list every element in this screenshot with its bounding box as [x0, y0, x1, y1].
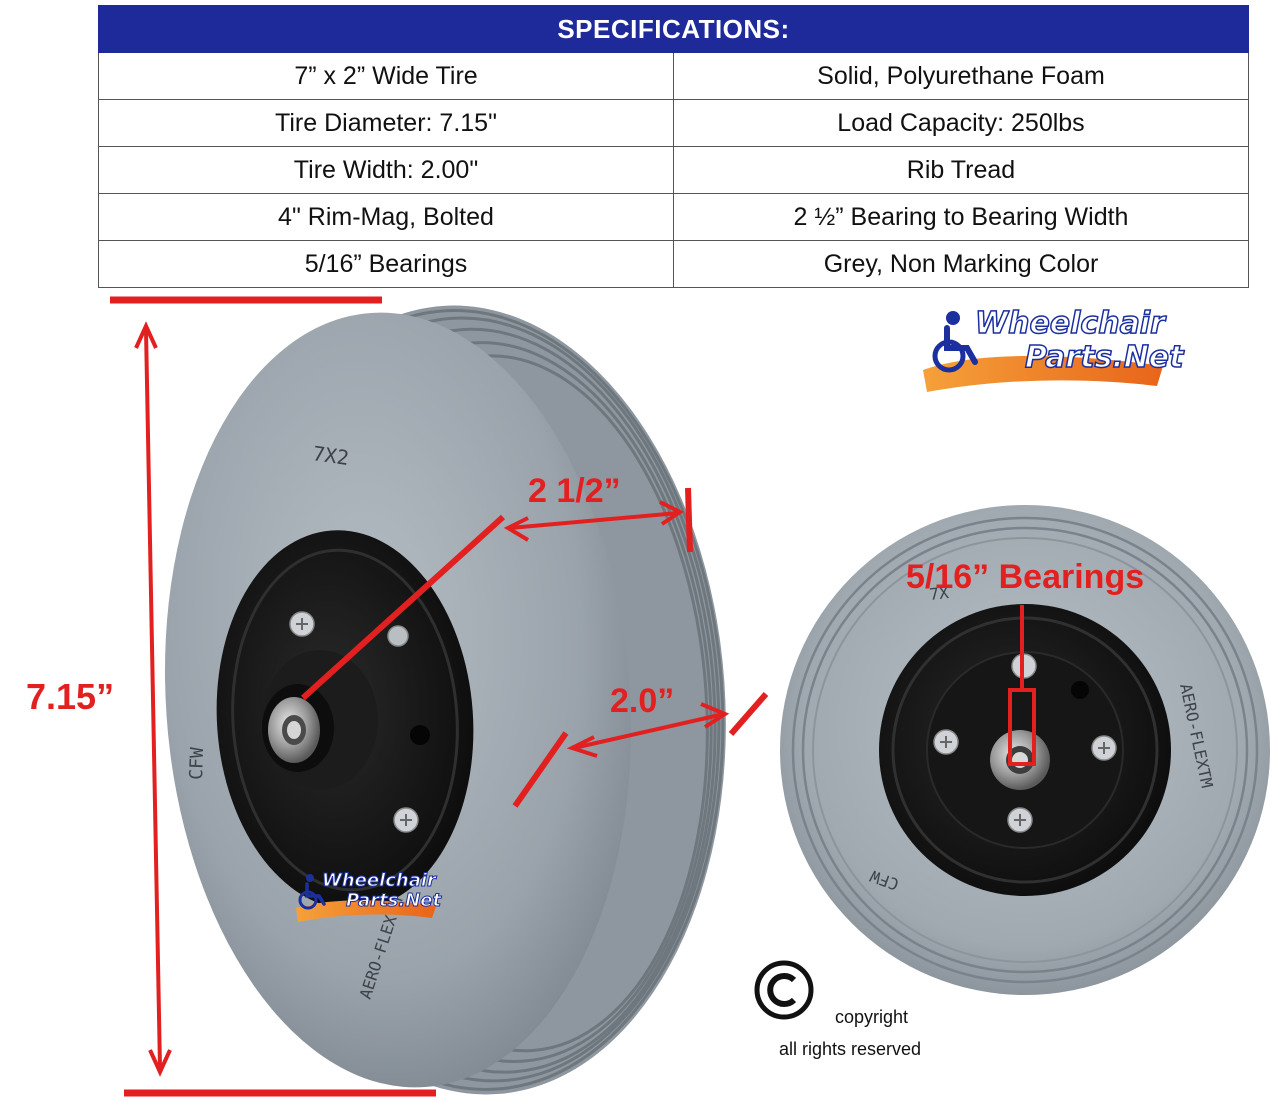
specifications-header-row: SPECIFICATIONS:: [98, 5, 1249, 53]
copyright-text: copyright: [835, 1007, 909, 1027]
spec-cell: Grey, Non Marking Color: [673, 240, 1249, 288]
copyright-icon: [754, 960, 814, 1020]
table-row: 4" Rim-Mag, Bolted 2 ½” Bearing to Beari…: [98, 193, 1249, 241]
bolt-icon: [289, 611, 430, 833]
measurement-lines: [110, 296, 1036, 1097]
tire-size-text: 7X2: [311, 441, 350, 470]
wheelchair-icon: [923, 311, 1163, 392]
table-row: Tire Diameter: 7.15" Load Capacity: 250l…: [98, 99, 1249, 147]
spec-cell: Tire Diameter: 7.15": [98, 99, 674, 147]
tire-size-text: 7X: [928, 583, 950, 604]
table-row: Tire Width: 2.00" Rib Tread: [98, 146, 1249, 194]
tire-width-label: 2.0”: [610, 682, 675, 720]
wheelchair-parts-logo-small: Wheelchair Parts.Net: [290, 868, 442, 928]
bearings-label: 5/16” Bearings: [906, 558, 1145, 596]
specifications-title: SPECIFICATIONS:: [98, 5, 1249, 53]
bolt-icon: [933, 653, 1117, 833]
logo-line2: Parts.Net: [1024, 339, 1184, 376]
bearing-width-label: 2 1/2”: [528, 472, 621, 510]
table-row: 5/16” Bearings Grey, Non Marking Color: [98, 240, 1249, 288]
small-wheel: AERO-FLEXTM CFW 7X: [780, 505, 1270, 995]
logo-line1: Wheelchair: [974, 305, 1165, 342]
wheelchair-parts-logo: Wheelchair Parts.Net: [913, 300, 1184, 400]
wheelchair-icon: [296, 874, 436, 922]
tire-brand-text: CFW: [186, 747, 208, 780]
spec-cell: Load Capacity: 250lbs: [673, 99, 1249, 147]
spec-cell: Tire Width: 2.00": [98, 146, 674, 194]
spec-cell: 2 ½” Bearing to Bearing Width: [673, 193, 1249, 241]
spec-cell: 5/16” Bearings: [98, 240, 674, 288]
spec-cell: Solid, Polyurethane Foam: [673, 52, 1249, 100]
rights-reserved-text: all rights reserved: [779, 1039, 922, 1059]
large-wheel: 7X2 CFW AERO-FLEXTM: [164, 305, 726, 1095]
specifications-table: SPECIFICATIONS: 7” x 2” Wide Tire Solid,…: [98, 5, 1249, 288]
logo-line1: Wheelchair: [322, 870, 437, 892]
logo-line2: Parts.Net: [345, 890, 442, 912]
diameter-label: 7.15”: [26, 676, 115, 717]
spec-cell: 4" Rim-Mag, Bolted: [98, 193, 674, 241]
